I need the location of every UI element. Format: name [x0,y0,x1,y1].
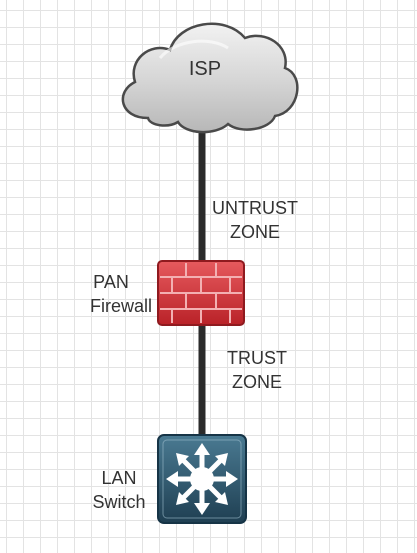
switch-icon [157,434,247,524]
firewall-icon [157,260,245,326]
trust-zone-line2: ZONE [231,372,282,392]
trust-zone-label: TRUST ZONE [212,346,302,394]
trust-zone-line1: TRUST [227,348,287,368]
untrust-zone-line1: UNTRUST [212,198,298,218]
switch-line2: Switch [92,492,146,512]
firewall-line1: PAN [93,272,129,292]
switch-line1: LAN [101,468,137,488]
cloud-icon [121,22,299,134]
firewall-label: PAN Firewall [70,270,152,318]
firewall-line2: Firewall [89,296,152,316]
untrust-zone-line2: ZONE [229,222,280,242]
untrust-zone-label: UNTRUST ZONE [200,196,310,244]
isp-label: ISP [188,58,222,80]
switch-label: LAN Switch [82,466,156,514]
